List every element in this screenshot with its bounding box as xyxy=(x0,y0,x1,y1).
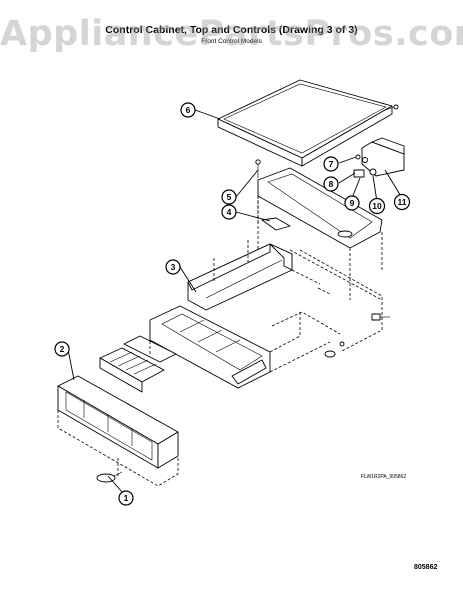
callout-1: 1 xyxy=(118,490,134,506)
svg-text:9: 9 xyxy=(350,198,355,208)
cabinet-top-lid xyxy=(217,79,399,167)
callout-10: 10 xyxy=(368,197,386,215)
callout-4: 4 xyxy=(221,204,237,220)
leader-lines xyxy=(67,109,403,493)
switch-bracket-assembly xyxy=(353,137,405,178)
diagram-subtitle: Front Control Models xyxy=(201,38,262,45)
svg-text:8: 8 xyxy=(329,179,334,189)
callout-5: 5 xyxy=(221,189,237,205)
svg-text:10: 10 xyxy=(372,201,382,211)
console-base-tray xyxy=(149,305,331,389)
control-knob xyxy=(96,471,123,483)
callout-9: 9 xyxy=(344,195,360,211)
knob-icon xyxy=(96,473,116,483)
clip-icon xyxy=(369,168,377,176)
control-boards xyxy=(99,335,177,393)
screw-icon xyxy=(255,159,261,165)
screw-icon xyxy=(362,157,368,163)
screw-icon xyxy=(355,154,361,160)
front-control-panel xyxy=(57,375,179,487)
svg-text:11: 11 xyxy=(398,197,407,207)
side-bracket xyxy=(187,240,293,311)
knob-icon xyxy=(324,350,336,358)
screw-icon xyxy=(393,104,399,110)
base-hardware xyxy=(324,313,390,358)
screw-icon xyxy=(384,106,396,111)
svg-text:1: 1 xyxy=(124,493,129,503)
svg-text:4: 4 xyxy=(227,207,232,217)
callout-8: 8 xyxy=(323,176,339,192)
clip-icon xyxy=(371,313,381,321)
page-number: 805862 xyxy=(414,564,438,571)
svg-text:2: 2 xyxy=(60,344,65,354)
callout-6: 6 xyxy=(180,102,196,118)
svg-text:5: 5 xyxy=(227,192,232,202)
drawing-code: FLW1R2PA_905862 xyxy=(361,474,407,480)
callout-2: 2 xyxy=(54,341,70,357)
diagram-title: Control Cabinet, Top and Controls (Drawi… xyxy=(105,24,358,36)
callout-11: 11 xyxy=(393,193,411,211)
svg-text:7: 7 xyxy=(329,159,334,169)
callout-3: 3 xyxy=(165,259,181,275)
rear-frame-rail xyxy=(257,167,383,301)
screw-icon xyxy=(339,341,345,347)
svg-text:3: 3 xyxy=(171,262,176,272)
panel-housing-outline xyxy=(271,249,383,353)
callout-7: 7 xyxy=(323,156,339,172)
svg-text:6: 6 xyxy=(186,105,191,115)
switch-body xyxy=(353,169,365,178)
